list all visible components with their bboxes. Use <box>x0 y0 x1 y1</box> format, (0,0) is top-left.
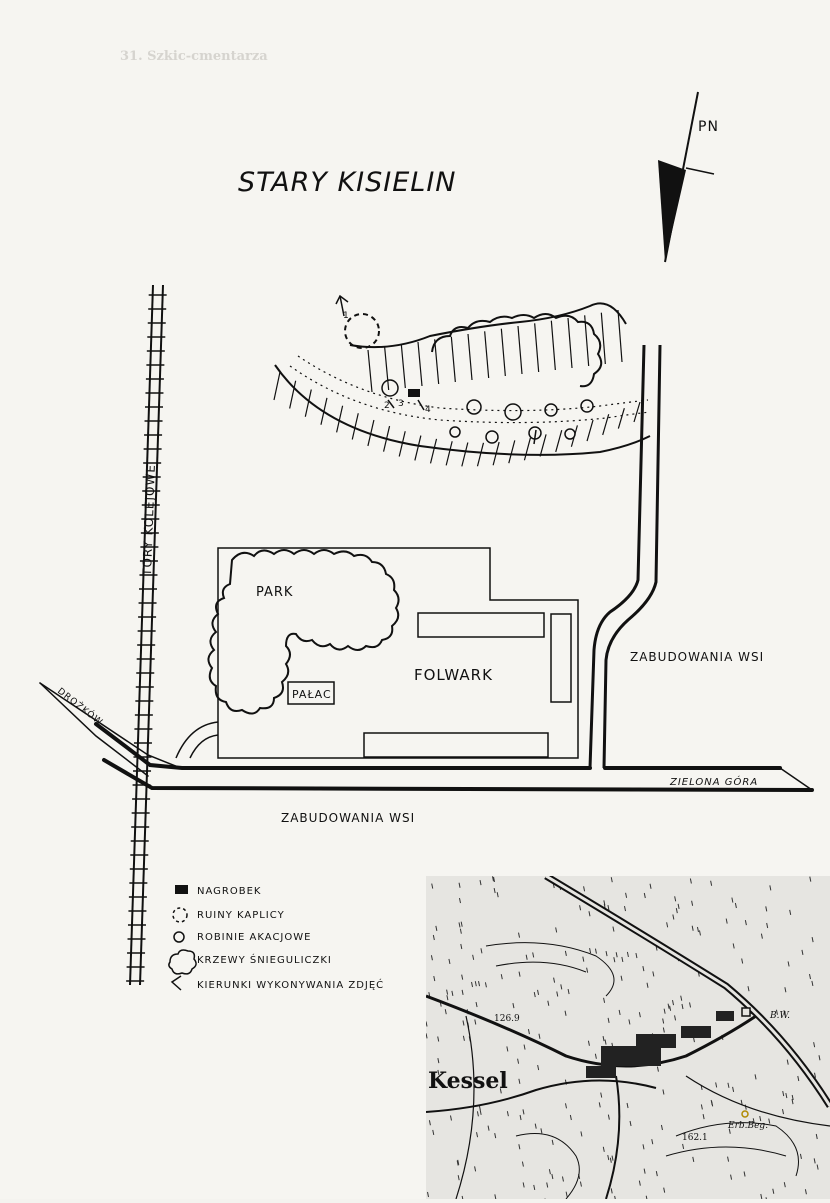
legend-label: RUINY KAPLICY <box>197 910 285 921</box>
legend-label: KIERUNKI WYKONYWANIA ZDJĘĆ <box>197 978 384 991</box>
photo-marker-label: 1 <box>343 311 350 321</box>
inset-elevation-label: 126.9 <box>494 1014 520 1024</box>
photo-marker-label: 2 <box>384 401 391 411</box>
legend-chapel-ruins-icon <box>173 908 187 922</box>
photo-marker-label: 4 <box>425 405 432 415</box>
main-road <box>40 683 812 790</box>
gravestone-icon <box>408 389 420 397</box>
map-title: STARY KISIELIN <box>238 167 457 198</box>
inset-elevation-label: 162.1 <box>682 1133 708 1143</box>
palace-label: PAŁAC <box>292 688 332 701</box>
road-east-label: ZIELONA GÓRA <box>669 775 758 788</box>
farm-label: FOLWARK <box>414 666 493 684</box>
legend-tree-icon <box>174 932 184 942</box>
photo-marker-label: 3 <box>398 399 405 409</box>
inset-map-graphic: Kessel 126.9 162.1 B.W. Erb.Beg. <box>426 876 830 1199</box>
north-label: PN <box>698 119 719 135</box>
legend-arrow-icon <box>172 976 181 990</box>
inset-town-name: Kessel <box>428 1068 508 1094</box>
side-road <box>590 345 660 768</box>
legend-gravestone-icon <box>175 885 188 894</box>
village-buildings-east-label: ZABUDOWANIA WSI <box>630 650 764 664</box>
inset-bw-label: B.W. <box>769 1011 790 1021</box>
legend-label: ROBINIE AKACJOWE <box>197 932 311 943</box>
estate-boundary <box>176 548 578 758</box>
photo-direction-markers <box>336 296 536 444</box>
railway-label: TORY KOLEJOWE <box>140 464 158 577</box>
railway-line <box>126 285 167 985</box>
legend-shrub-icon <box>169 950 196 974</box>
legend: NAGROBEK RUINY KAPLICY ROBINIE AKACJOWE … <box>169 885 384 991</box>
north-arrow-icon <box>658 92 714 262</box>
inset-historical-map: Kessel 126.9 162.1 B.W. Erb.Beg. <box>426 876 830 1199</box>
faded-heading: 31. Szkic-cmentarza <box>120 49 268 64</box>
legend-label: NAGROBEK <box>197 886 261 897</box>
legend-label: KRZEWY ŚNIEGULICZKI <box>197 953 332 966</box>
village-buildings-south-label: ZABUDOWANIA WSI <box>281 811 415 825</box>
cemetery-shrubs <box>432 314 601 386</box>
chapel-ruins-icon <box>345 314 379 348</box>
park-label: PARK <box>256 585 293 600</box>
farm-buildings <box>364 613 571 757</box>
inset-erb-label: Erb.Beg. <box>727 1121 768 1131</box>
